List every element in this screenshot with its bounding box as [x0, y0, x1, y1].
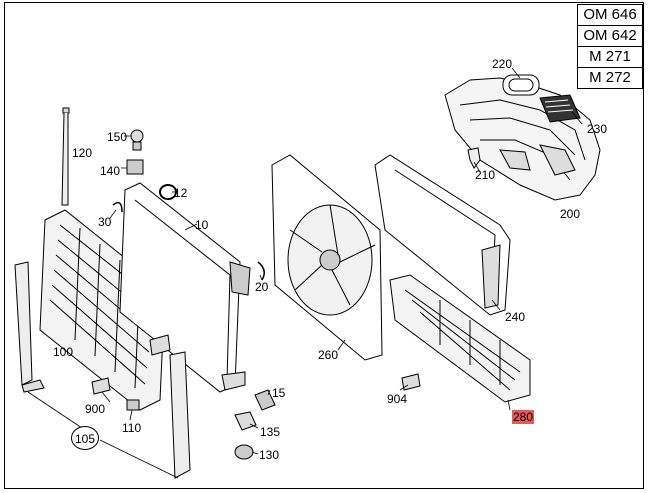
part-label-904[interactable]: 904 — [387, 392, 408, 406]
air-guide-240[interactable] — [374, 154, 511, 316]
drain-110[interactable] — [126, 399, 140, 411]
part-label-150[interactable]: 150 — [107, 130, 128, 144]
part-label-100[interactable]: 100 — [53, 345, 74, 359]
part-label-140[interactable]: 140 — [100, 164, 121, 178]
bracket-135[interactable] — [234, 411, 257, 431]
part-label-220[interactable]: 220 — [492, 57, 513, 71]
cap-130[interactable] — [234, 444, 254, 460]
engine-variant[interactable]: OM 646 — [577, 4, 643, 26]
part-label-105[interactable]: 105 — [71, 426, 99, 450]
part-label-900[interactable]: 900 — [85, 402, 106, 416]
leader-lines — [27, 67, 583, 479]
sensor-15[interactable] — [254, 389, 276, 411]
lower-support[interactable] — [149, 334, 191, 479]
condenser-100[interactable] — [39, 209, 166, 411]
bracket-140[interactable] — [126, 159, 144, 175]
part-label-280[interactable]: 280 — [512, 410, 535, 424]
part-label-110[interactable]: 110 — [122, 421, 142, 435]
air-duct-200[interactable] — [444, 77, 601, 201]
seal-220[interactable] — [502, 74, 540, 96]
valve-150[interactable] — [130, 129, 144, 151]
part-label-120[interactable]: 120 — [72, 146, 93, 160]
engine-variant[interactable]: OM 642 — [577, 25, 643, 47]
part-label-20[interactable]: 20 — [255, 280, 269, 294]
clip-20[interactable] — [257, 261, 265, 281]
clip-30[interactable] — [112, 201, 123, 213]
pad-900[interactable] — [91, 377, 111, 395]
part-label-130[interactable]: 130 — [259, 448, 280, 462]
part-label-240[interactable]: 240 — [505, 310, 526, 324]
pad-904[interactable] — [401, 373, 421, 391]
part-label-15[interactable]: 15 — [272, 386, 286, 400]
part-label-260[interactable]: 260 — [318, 348, 339, 362]
radiator-10[interactable] — [119, 182, 251, 393]
fan-shroud-260[interactable] — [271, 154, 383, 361]
part-label-210[interactable]: 210 — [475, 168, 496, 182]
part-label-10[interactable]: 10 — [195, 218, 209, 232]
side-bracket[interactable] — [14, 261, 45, 393]
part-label-230[interactable]: 230 — [587, 122, 608, 136]
part-label-30[interactable]: 30 — [98, 215, 112, 229]
clip-210[interactable] — [467, 147, 481, 169]
part-label-135[interactable]: 135 — [260, 425, 281, 439]
air-guide-280[interactable] — [389, 274, 531, 403]
part-label-12[interactable]: 12 — [174, 186, 188, 200]
part-label-200[interactable]: 200 — [560, 207, 581, 221]
diagram-frame — [4, 2, 644, 489]
filter-230[interactable] — [539, 94, 581, 123]
dipstick-120[interactable] — [61, 107, 70, 206]
engine-variant[interactable]: M 272 — [577, 67, 643, 89]
engine-variant[interactable]: M 271 — [577, 46, 643, 68]
engine-variants-table: OM 646 OM 642 M 271 M 272 — [577, 4, 643, 89]
